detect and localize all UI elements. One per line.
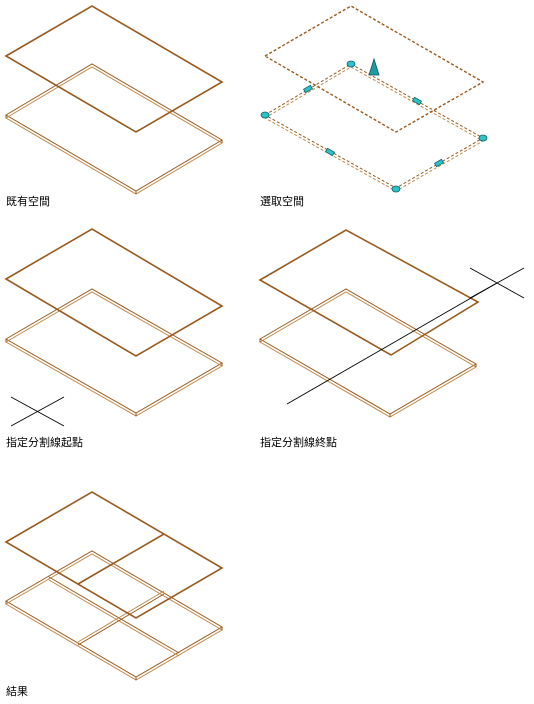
grip-point[interactable] [391, 185, 401, 193]
caption-select-space: 選取空間 [260, 194, 304, 208]
floor-slab-split [5, 550, 223, 681]
grip-point[interactable] [346, 60, 356, 68]
panel-result: 結果 [4, 491, 224, 698]
floor-slab [4, 288, 224, 417]
crosshair-cursor-icon [469, 267, 525, 299]
floor-slab [5, 63, 223, 195]
floor-slab [259, 288, 477, 418]
panel-split-end: 指定分割線終點 [258, 229, 525, 449]
split-line [286, 282, 498, 405]
ceiling-outline-selected [263, 5, 485, 133]
edge-grip[interactable] [302, 84, 314, 94]
grip-point[interactable] [260, 111, 270, 119]
panel-select-space: 選取空間 [260, 5, 488, 208]
panel-existing-space: 既有空間 [4, 5, 224, 208]
crosshair-cursor-icon [10, 396, 65, 427]
height-grip-arrow-icon[interactable] [368, 57, 380, 76]
grip-point[interactable] [478, 134, 488, 142]
grip-points[interactable] [260, 60, 488, 193]
floor-slab-selected [263, 63, 485, 192]
edge-grip[interactable] [411, 96, 423, 106]
panel-split-start: 指定分割線起點 [4, 228, 224, 449]
caption-existing-space: 既有空間 [6, 194, 50, 208]
edge-grip[interactable] [433, 158, 445, 168]
caption-split-start: 指定分割線起點 [6, 435, 83, 449]
caption-result: 結果 [6, 684, 28, 698]
caption-split-end: 指定分割線終點 [260, 435, 337, 449]
ceiling-outline [4, 5, 224, 133]
ceiling-split [4, 491, 224, 619]
ceiling-outline [4, 228, 224, 357]
ceiling-outline [258, 229, 480, 356]
edge-grip[interactable] [324, 147, 336, 157]
